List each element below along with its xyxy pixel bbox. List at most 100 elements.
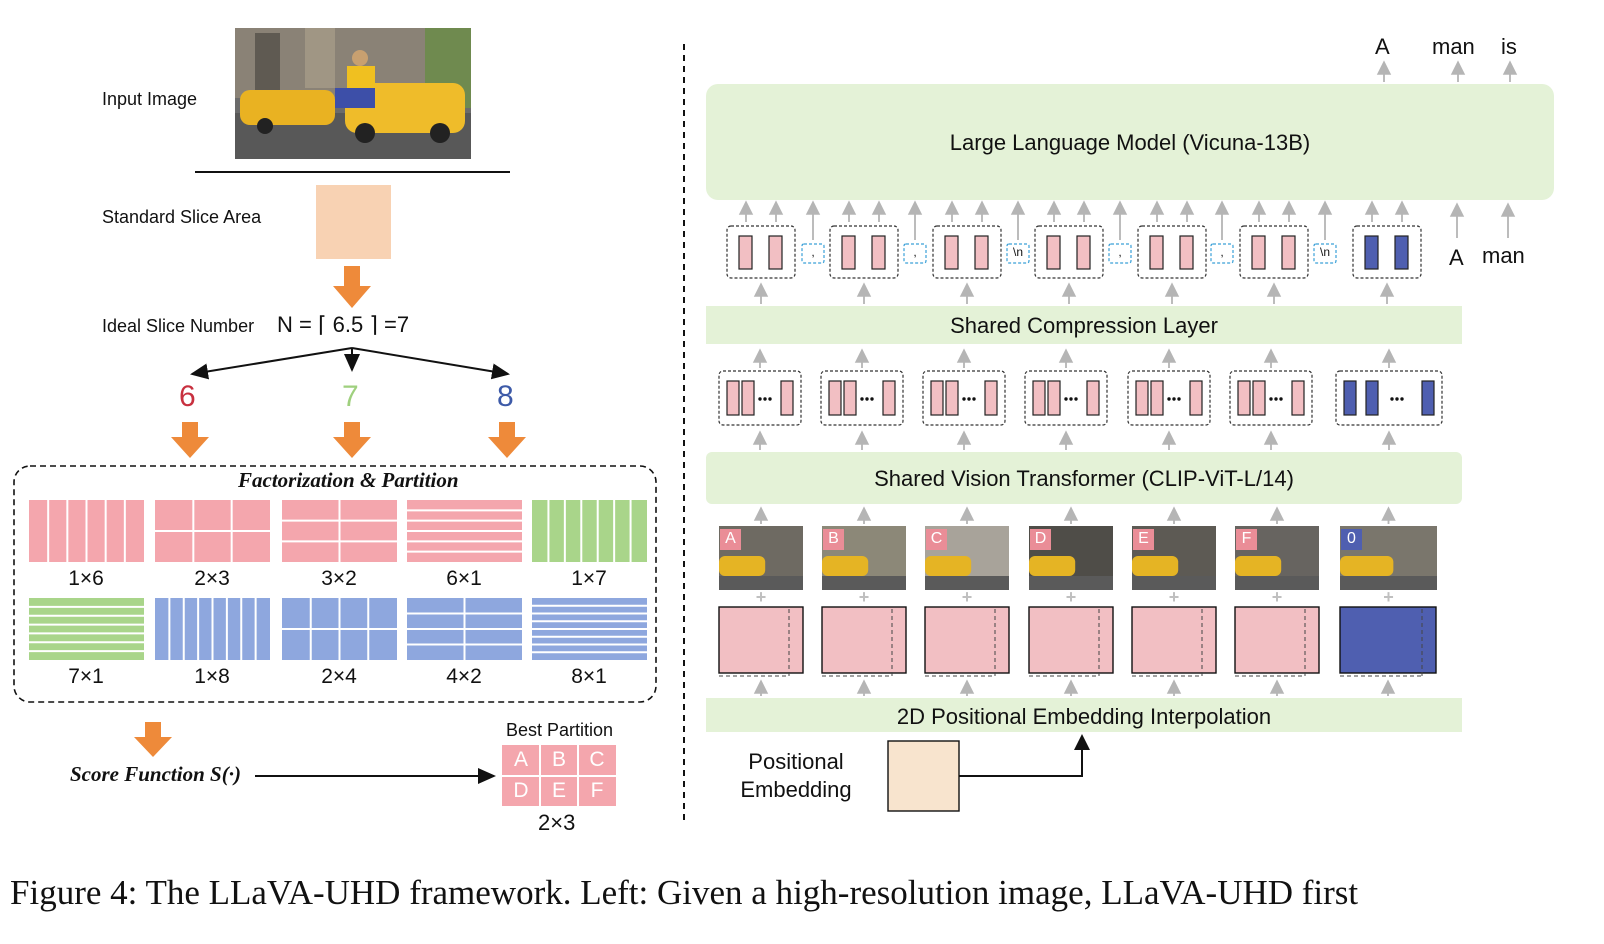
slice-tag: 0 bbox=[1347, 530, 1356, 547]
svg-text:+: + bbox=[962, 587, 973, 607]
separator-token-box bbox=[1108, 243, 1132, 264]
output-token-1: A bbox=[1375, 34, 1390, 59]
separator-token: , bbox=[1220, 245, 1224, 259]
separator-token-box bbox=[1313, 243, 1337, 264]
slice-tag: F bbox=[1241, 530, 1252, 547]
image-slice-0: + bbox=[1340, 526, 1437, 607]
vision-token-group bbox=[922, 370, 1006, 426]
input-image bbox=[235, 28, 471, 159]
compressed-token-group bbox=[829, 225, 899, 279]
figure-caption: Figure 4: The LLaVA-UHD framework. Left:… bbox=[10, 873, 1359, 912]
divider-line bbox=[195, 171, 510, 173]
image-slice-A: + bbox=[719, 526, 803, 607]
pos-embed-label-2: Embedding bbox=[740, 777, 852, 802]
candidate-8: 8 bbox=[497, 380, 514, 413]
partition-grid-4x2 bbox=[407, 598, 522, 660]
separator-token-box bbox=[1210, 243, 1234, 264]
image-slice-B: + bbox=[822, 526, 906, 607]
candidate-6: 6 bbox=[179, 380, 196, 413]
slice-tag: C bbox=[930, 530, 943, 547]
separator-token-box bbox=[801, 243, 825, 264]
vit-band bbox=[706, 452, 1462, 504]
vision-token-group bbox=[1024, 370, 1108, 426]
image-slice-F: + bbox=[1235, 526, 1319, 607]
factorization-title: Factorization & Partition bbox=[238, 468, 459, 492]
slice-tag: E bbox=[1138, 530, 1149, 547]
image-slice-C: + bbox=[925, 526, 1009, 607]
svg-text:+: + bbox=[859, 587, 870, 607]
orange-arrow-6 bbox=[171, 422, 209, 458]
separator-token: \n bbox=[1319, 245, 1330, 259]
best-partition-label: Best Partition bbox=[506, 720, 614, 740]
score-function-label: Score Function S(·) bbox=[70, 762, 241, 786]
vit-label: Shared Vision Transformer (CLIP-ViT-L/14… bbox=[874, 466, 1294, 491]
partition-label: 4×2 bbox=[446, 665, 482, 688]
partition-grid-1x7 bbox=[532, 500, 647, 562]
best-partition-cell: F bbox=[590, 779, 604, 802]
input-token-2: man bbox=[1482, 243, 1525, 268]
image-slice-E: + bbox=[1132, 526, 1216, 607]
partition-grid-2x4 bbox=[282, 598, 397, 660]
right-graphics: + + + + + + + bbox=[706, 60, 1554, 812]
partition-label: 2×3 bbox=[194, 567, 230, 590]
compressed-token-group bbox=[726, 225, 796, 279]
vision-token-group bbox=[820, 370, 904, 426]
svg-text:+: + bbox=[1066, 587, 1077, 607]
partition-grid-2x3 bbox=[155, 500, 270, 562]
svg-text:+: + bbox=[1272, 587, 1283, 607]
vision-token-group-global bbox=[1335, 370, 1443, 426]
standard-slice-label: Standard Slice Area bbox=[102, 207, 262, 227]
partition-label: 3×2 bbox=[321, 567, 357, 590]
svg-text:+: + bbox=[1169, 587, 1180, 607]
orange-arrow-7 bbox=[333, 422, 371, 458]
slice-tag: A bbox=[725, 530, 736, 547]
pos-embed-arrow bbox=[959, 734, 1090, 777]
pos-embed-block bbox=[1131, 606, 1217, 677]
partition-label: 1×6 bbox=[68, 567, 104, 590]
compressed-token-group bbox=[1034, 225, 1104, 279]
pos-embed-block bbox=[1234, 606, 1320, 677]
pos-interp-band bbox=[706, 698, 1462, 732]
compression-band bbox=[706, 306, 1462, 344]
best-partition-cell: E bbox=[551, 779, 566, 802]
output-token-3: is bbox=[1501, 34, 1517, 59]
partition-grid-3x2 bbox=[282, 500, 397, 562]
partition-grid-1x6 bbox=[29, 500, 144, 562]
best-partition-cell: D bbox=[513, 779, 529, 802]
svg-text:+: + bbox=[756, 587, 767, 607]
llm-box bbox=[706, 84, 1554, 200]
output-token-2: man bbox=[1432, 34, 1475, 59]
left-graphics bbox=[13, 44, 685, 820]
vision-token-group bbox=[718, 370, 802, 426]
compressed-token-group bbox=[1239, 225, 1309, 279]
orange-arrow-score bbox=[134, 722, 172, 757]
compressed-token-group bbox=[932, 225, 1002, 279]
separator-token-box bbox=[903, 243, 927, 264]
pos-embed-block bbox=[821, 606, 907, 677]
separator-token: \n bbox=[1012, 245, 1023, 259]
separator-token: , bbox=[913, 245, 917, 259]
partition-grid-7x1 bbox=[29, 598, 144, 660]
separator-token-box bbox=[1006, 243, 1030, 264]
best-partition-cell: C bbox=[589, 748, 605, 771]
orange-arrow-1 bbox=[333, 266, 371, 308]
pos-embed-block bbox=[1028, 606, 1114, 677]
partition-label: 8×1 bbox=[571, 665, 607, 688]
pos-interp-label: 2D Positional Embedding Interpolation bbox=[896, 704, 1272, 729]
partition-grid-1x8 bbox=[155, 598, 270, 660]
partition-grid-8x1 bbox=[532, 598, 647, 660]
compression-label: Shared Compression Layer bbox=[950, 313, 1218, 338]
pos-embed-block-global bbox=[1339, 606, 1437, 677]
partition-label: 2×4 bbox=[321, 665, 357, 688]
compressed-token-group bbox=[1137, 225, 1207, 279]
slice-tag: D bbox=[1034, 530, 1047, 547]
slice-tag: B bbox=[828, 530, 839, 547]
svg-text:+: + bbox=[1383, 587, 1394, 607]
partition-label: 1×7 bbox=[571, 567, 607, 590]
positional-embedding-square bbox=[887, 740, 960, 812]
pos-embed-block bbox=[924, 606, 1010, 677]
candidate-7: 7 bbox=[342, 380, 359, 413]
partition-label: 1×8 bbox=[194, 665, 230, 688]
best-partition-cell: B bbox=[551, 748, 566, 771]
vision-token-group bbox=[1127, 370, 1211, 426]
